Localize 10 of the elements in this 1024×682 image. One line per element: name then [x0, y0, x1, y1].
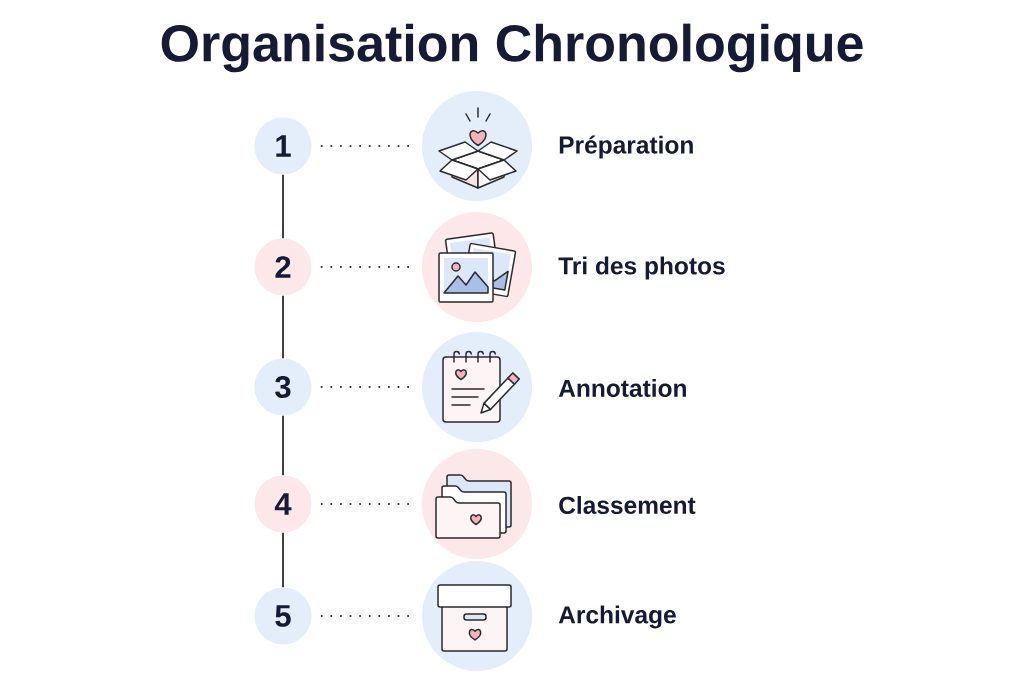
step-label: Tri des photos: [558, 256, 725, 280]
connector-line: [282, 531, 284, 589]
connector-line: [282, 414, 284, 477]
connector-line: [282, 294, 284, 360]
step-label: Classement: [559, 496, 696, 514]
title: Organisation Chronologique: [161, 23, 863, 73]
step-label: Archivage: [558, 605, 676, 629]
step-label: Annotation: [558, 379, 686, 397]
connector-line: [282, 173, 284, 240]
step-label: Préparation: [559, 135, 693, 159]
